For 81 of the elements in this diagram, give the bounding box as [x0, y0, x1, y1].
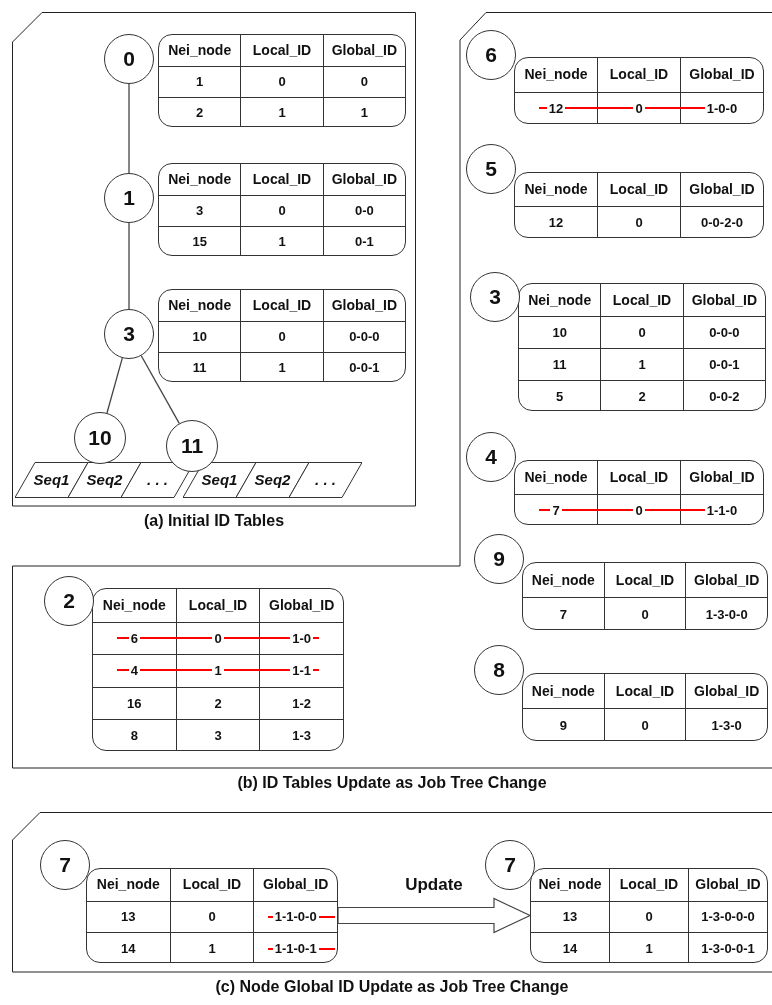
table-cell: 2: [600, 380, 683, 410]
table-cell: 0: [609, 900, 688, 933]
table-cell: 14: [87, 932, 170, 962]
table-cell: 1: [322, 97, 405, 126]
table-cell: 0: [240, 321, 323, 352]
panel-caption: (a) Initial ID Tables: [143, 511, 285, 531]
table-cell: 1: [240, 352, 323, 381]
id-table: [514, 57, 764, 124]
table-cell: 0: [597, 206, 680, 237]
table-cell: 8: [93, 719, 176, 750]
table-cell: 0: [240, 66, 323, 97]
id-table: [158, 34, 406, 127]
id-table: [514, 172, 764, 238]
tree-line: [128, 83, 130, 174]
table-cell: 0: [240, 195, 323, 226]
table-cell: 1-3-0-0-0: [688, 900, 767, 933]
table-cell: 1-3-0-0-1: [688, 932, 767, 962]
header-cell: Local_ID: [603, 674, 686, 708]
table-cell: 0-0-1: [682, 348, 765, 380]
sequence-slot: . . .: [289, 462, 362, 498]
table-cell: 15: [159, 226, 241, 255]
id-table: [92, 588, 344, 751]
table-cell: 16: [93, 686, 176, 720]
table-cell: 11: [159, 352, 241, 381]
table-cell: 9: [523, 708, 604, 740]
table-cell: 0-0-1: [322, 352, 405, 381]
table-cell: 1-3-0-0: [685, 597, 767, 629]
tree-line: [140, 355, 180, 424]
table-cell: 2: [175, 686, 260, 720]
id-table: [158, 163, 406, 256]
table-cell: 13: [531, 900, 609, 933]
id-table: [522, 562, 768, 630]
tree-line: [106, 357, 123, 414]
table-cell: 1-3: [259, 719, 343, 750]
table-cell: 1-1-0-0: [253, 900, 337, 933]
table-cell: 0: [600, 316, 683, 348]
table-cell: 0-1: [322, 226, 405, 255]
table-cell: 1-0-0: [680, 91, 763, 123]
header-cell: Local_ID: [603, 563, 686, 597]
table-cell: 0-0-0: [682, 316, 765, 348]
table-cell: 10: [159, 321, 241, 352]
table-cell: 0-0-2: [682, 380, 765, 410]
table-cell: 7: [523, 597, 604, 629]
block-arrow: [337, 897, 532, 934]
table-cell: 0: [322, 66, 405, 97]
table-cell: 14: [531, 932, 609, 962]
table-cell: 1-3-0: [685, 708, 767, 740]
table-cell: 0-0-0: [322, 321, 405, 352]
table-cell: 3: [175, 719, 260, 750]
table-cell: 0: [603, 708, 686, 740]
id-table: [86, 868, 338, 963]
table-cell: 11: [519, 348, 601, 380]
table-cell: 3: [159, 195, 241, 226]
tree-line: [128, 222, 130, 310]
id-table: [530, 868, 768, 963]
table-cell: 0-0: [322, 195, 405, 226]
table-cell: 5: [519, 380, 601, 410]
table-cell: 1: [169, 932, 254, 962]
header-cell: Local_ID: [597, 58, 680, 92]
table-cell: 1: [159, 66, 241, 97]
table-cell: 0: [603, 597, 686, 629]
id-table: [514, 460, 764, 525]
table-cell: 12: [515, 206, 597, 237]
header-cell: Local_ID: [597, 173, 680, 206]
table-cell: 1-1-0: [680, 493, 763, 524]
table-cell: 1: [240, 97, 323, 126]
table-cell: 0-0-2-0: [680, 206, 763, 237]
table-cell: 1: [240, 226, 323, 255]
table-cell: 2: [159, 97, 241, 126]
table-cell: 13: [87, 900, 170, 933]
id-table: [522, 673, 768, 741]
table-cell: 1: [609, 932, 688, 962]
table-cell: 0: [169, 900, 254, 933]
table-cell: 1-2: [259, 686, 343, 720]
table-cell: 1-1-0-1: [253, 932, 337, 962]
table-cell: 10: [519, 316, 601, 348]
table-cell: 1: [600, 348, 683, 380]
panel-caption: (b) ID Tables Update as Job Tree Change: [237, 773, 547, 793]
id-table: [158, 289, 406, 382]
id-table: [518, 283, 766, 411]
panel-caption: (c) Node Global ID Update as Job Tree Change: [215, 977, 569, 997]
